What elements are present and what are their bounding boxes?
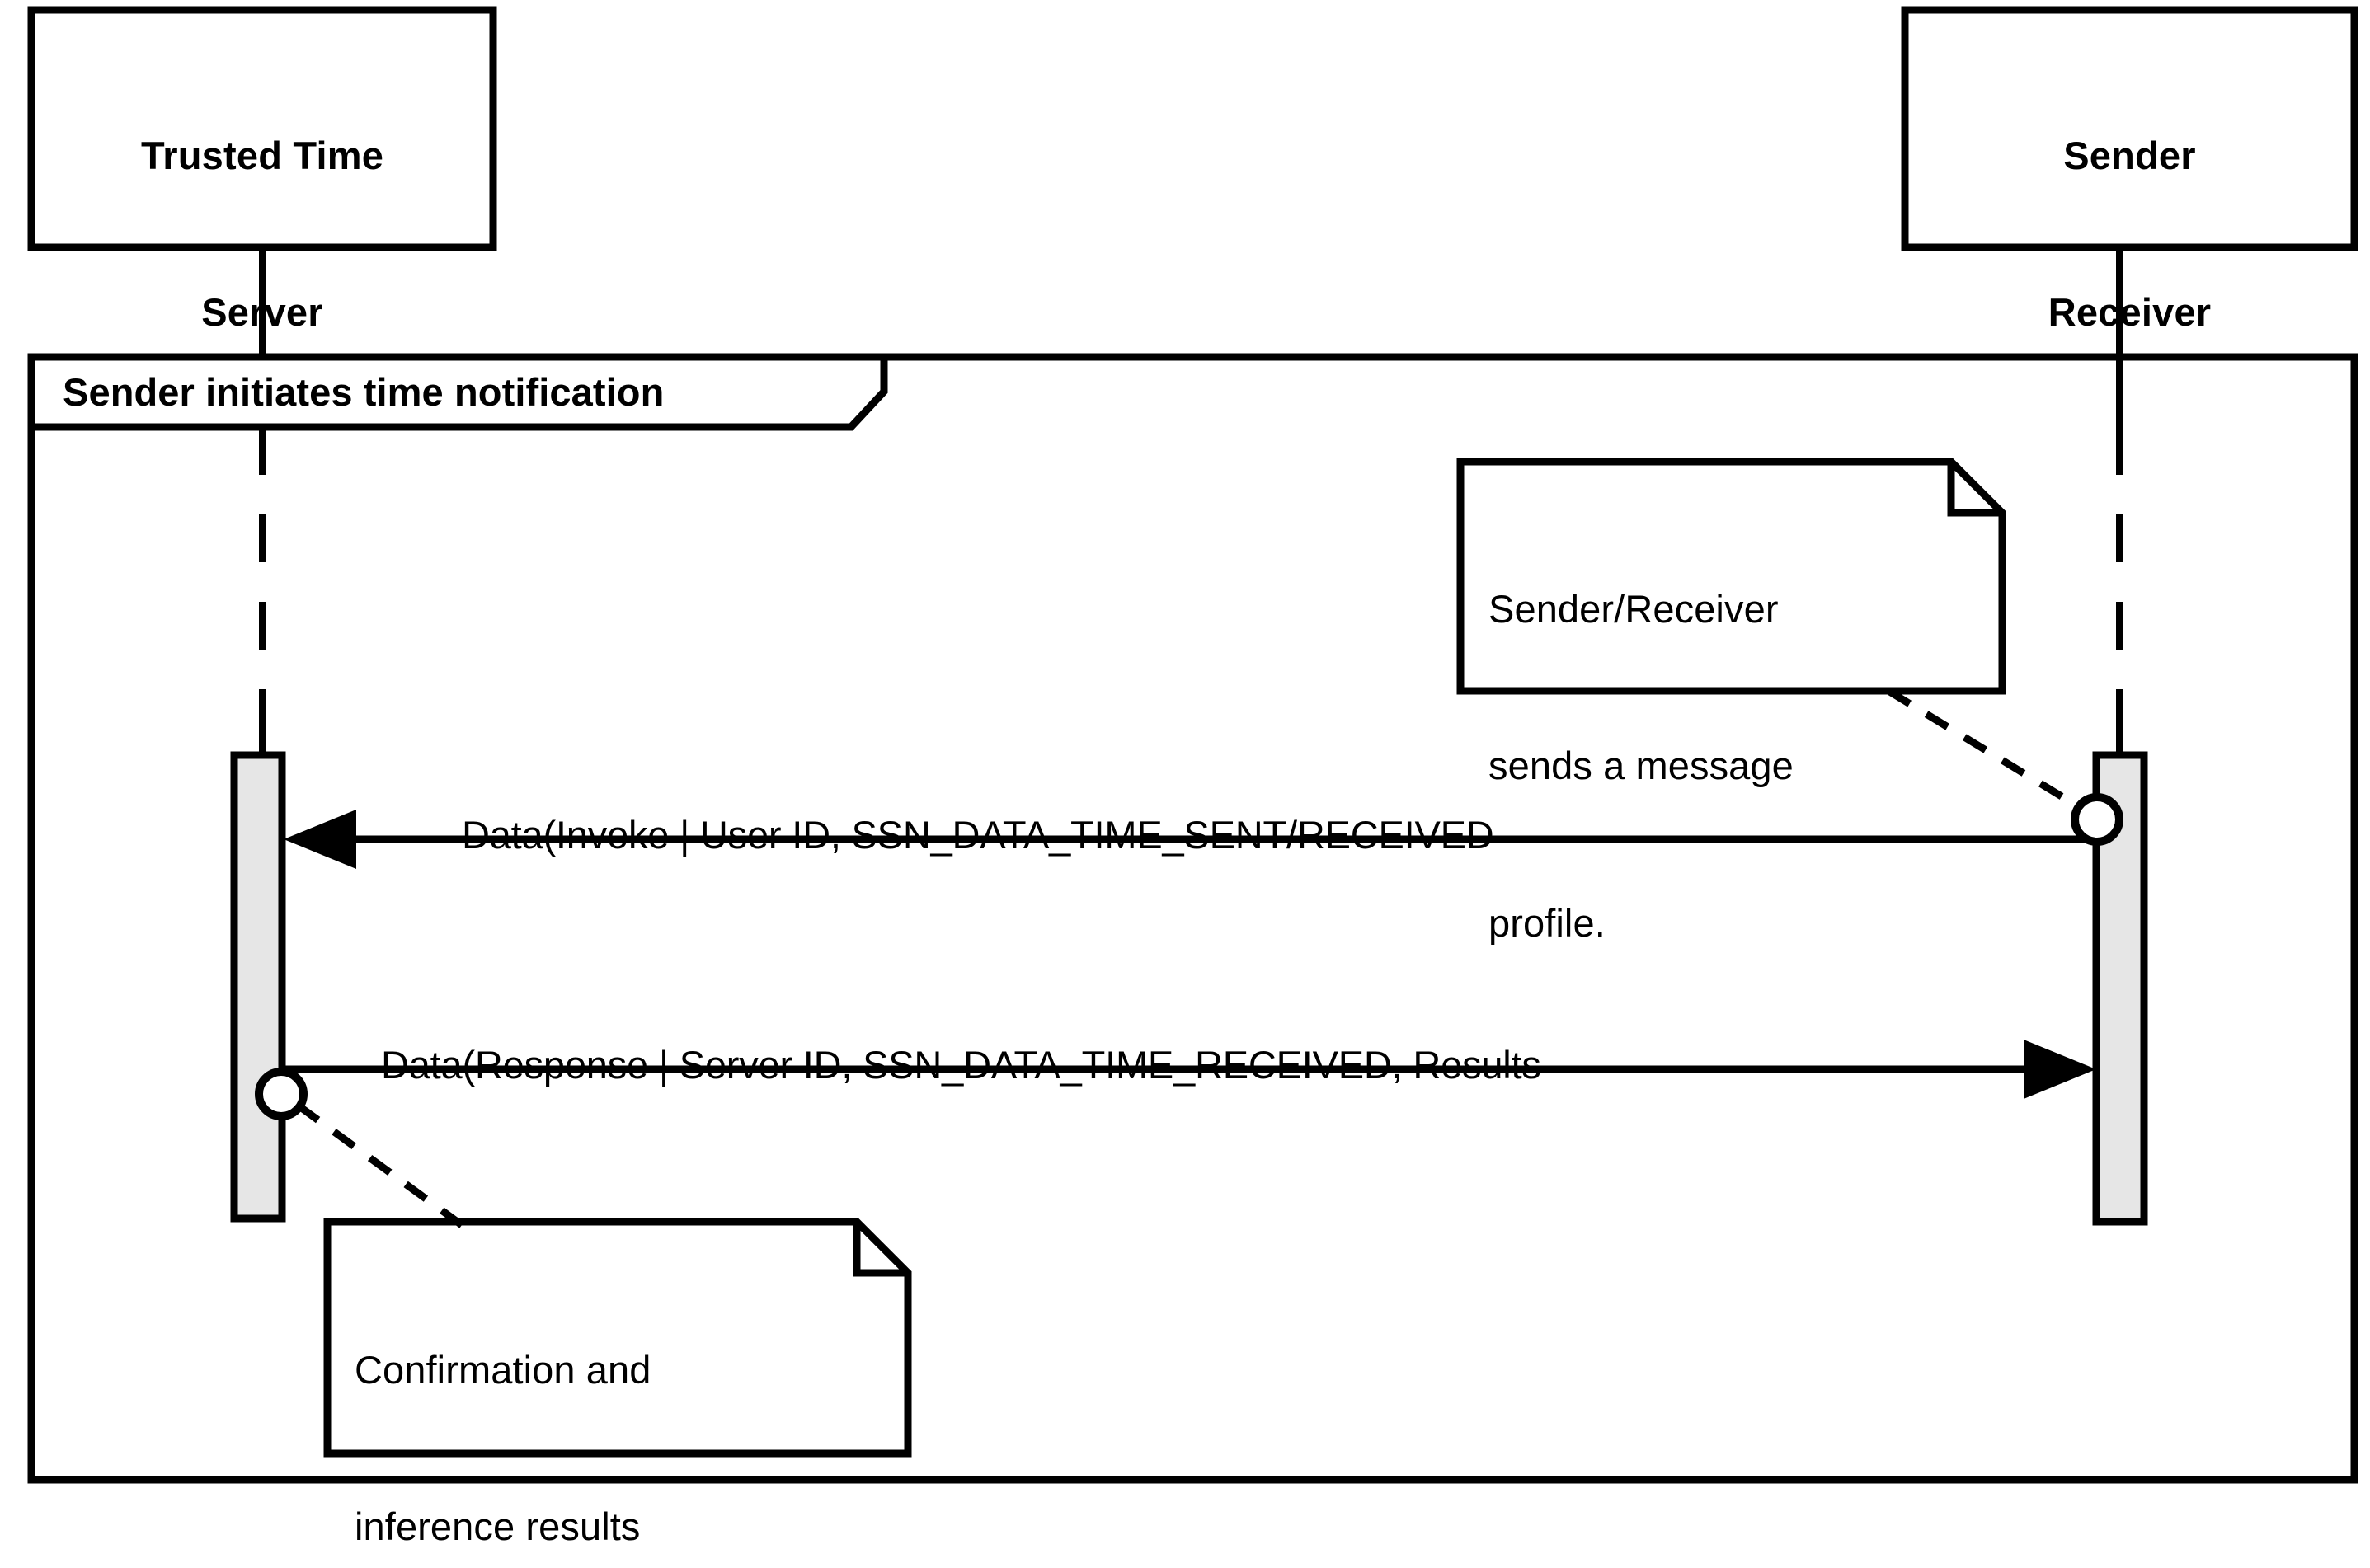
- fragment-label: Sender initiates time notification: [63, 370, 665, 414]
- note-text-confirmation-note: Confirmation and inference results are s…: [355, 1239, 899, 1568]
- lifeline-title-trusted-time-server: Trusted Time Server: [31, 41, 493, 427]
- note-line-1: Confirmation and: [355, 1347, 651, 1392]
- note-anchor-sender-note: [2071, 793, 2123, 846]
- note-body-confirmation-note[interactable]: [323, 1218, 912, 1458]
- note-fold-confirmation-note: [853, 1222, 908, 1277]
- lifeline-title-line1: Trusted Time: [140, 133, 384, 177]
- message-label-invoke: Data(Invoke | User ID, SSN_DATA_TIME_SEN…: [462, 813, 1494, 857]
- lifeline-title-sender-receiver: Sender Receiver: [1905, 41, 2354, 427]
- message-arrowhead-invoke: [284, 810, 356, 869]
- note-connector-confirmation-note: [288, 1096, 464, 1228]
- note-fold-sender-note: [1947, 462, 2002, 517]
- fragment-tab: [27, 353, 888, 431]
- note-line-2: sends a message: [1488, 744, 1794, 788]
- note-body-sender-note[interactable]: [1456, 458, 2006, 695]
- note-text-sender-note: Sender/Receiver sends a message profile.: [1488, 478, 1983, 1054]
- lifeline-title-line2: Receiver: [2048, 290, 2212, 335]
- lifeline-title-line1: Sender: [2063, 133, 2196, 177]
- message-label-response: Data(Response | Server ID, SSN_DATA_TIME…: [381, 1043, 1541, 1087]
- note-line-3: profile.: [1488, 900, 1606, 945]
- message-arrowhead-response: [2024, 1040, 2096, 1099]
- note-line-1: Sender/Receiver: [1488, 586, 1779, 631]
- lifeline-title-line2: Server: [201, 290, 323, 335]
- note-anchor-confirmation-note: [255, 1068, 308, 1120]
- activation-bar-trusted-time-server[interactable]: [230, 751, 286, 1223]
- lifeline-box-trusted-time-server[interactable]: [27, 6, 497, 251]
- lifeline-box-sender-receiver[interactable]: [1901, 6, 2358, 251]
- note-line-2: inference results: [355, 1505, 641, 1549]
- fragment-frame: [27, 353, 2358, 1484]
